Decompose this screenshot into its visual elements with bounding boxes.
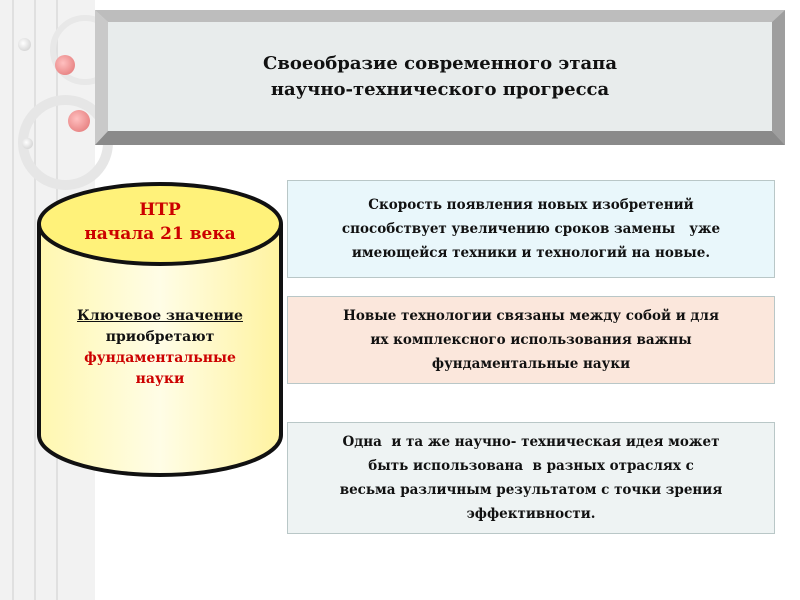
cylinder-top-line-1: НТР bbox=[139, 200, 181, 220]
box3-line-1: Одна и та же научно- техническая идея мо… bbox=[342, 434, 720, 450]
page-title: Своеобразие современного этапа научно-те… bbox=[108, 22, 772, 131]
box3-line-3: весьма различным результатом с точки зре… bbox=[339, 482, 723, 498]
info-box-technologies: Новые технологии связаны между собой и д… bbox=[287, 296, 775, 384]
info-box-speed: Скорость появления новых изобретений спо… bbox=[287, 180, 775, 278]
cylinder-body-text: Ключевое значение приобретают фундамента… bbox=[35, 306, 285, 390]
cylinder-body-line-3: фундаментальные bbox=[84, 350, 236, 366]
box1-line-3: имеющейся техники и технологий на новые. bbox=[351, 245, 711, 261]
cylinder-body-line-4: науки bbox=[135, 371, 185, 387]
decor-line bbox=[12, 0, 14, 600]
decor-dot-gray bbox=[22, 138, 33, 149]
title-line-1: Своеобразие современного этапа bbox=[263, 52, 617, 74]
box2-line-2: их комплексного использования важны bbox=[370, 332, 692, 348]
info-box-idea: Одна и та же научно- техническая идея мо… bbox=[287, 422, 775, 534]
box1-line-1: Скорость появления новых изобретений bbox=[368, 197, 694, 213]
box2-line-1: Новые технологии связаны между собой и д… bbox=[343, 308, 719, 324]
ntr-cylinder: НТР начала 21 века Ключевое значение при… bbox=[35, 180, 285, 480]
title-line-2: научно-технического прогресса bbox=[270, 78, 610, 100]
cylinder-top-line-2: начала 21 века bbox=[84, 224, 236, 244]
cylinder-shape bbox=[37, 182, 283, 477]
decor-dot-gray bbox=[18, 38, 31, 51]
cylinder-body-line-2: приобретают bbox=[105, 329, 215, 345]
bevel-shading bbox=[95, 10, 785, 145]
box3-line-4: эффективности. bbox=[466, 506, 596, 522]
decor-dot-pink bbox=[55, 55, 75, 75]
box2-line-3: фундаментальные науки bbox=[431, 356, 631, 372]
box1-line-2: способствует увеличению сроков замены уж… bbox=[341, 221, 721, 237]
decor-line bbox=[34, 0, 36, 600]
decor-dot-pink bbox=[68, 110, 90, 132]
cylinder-top-text: НТР начала 21 века bbox=[35, 198, 285, 246]
box3-line-2: быть использована в разных отраслях с bbox=[368, 458, 694, 474]
cylinder-body-line-1: Ключевое значение bbox=[77, 308, 243, 324]
